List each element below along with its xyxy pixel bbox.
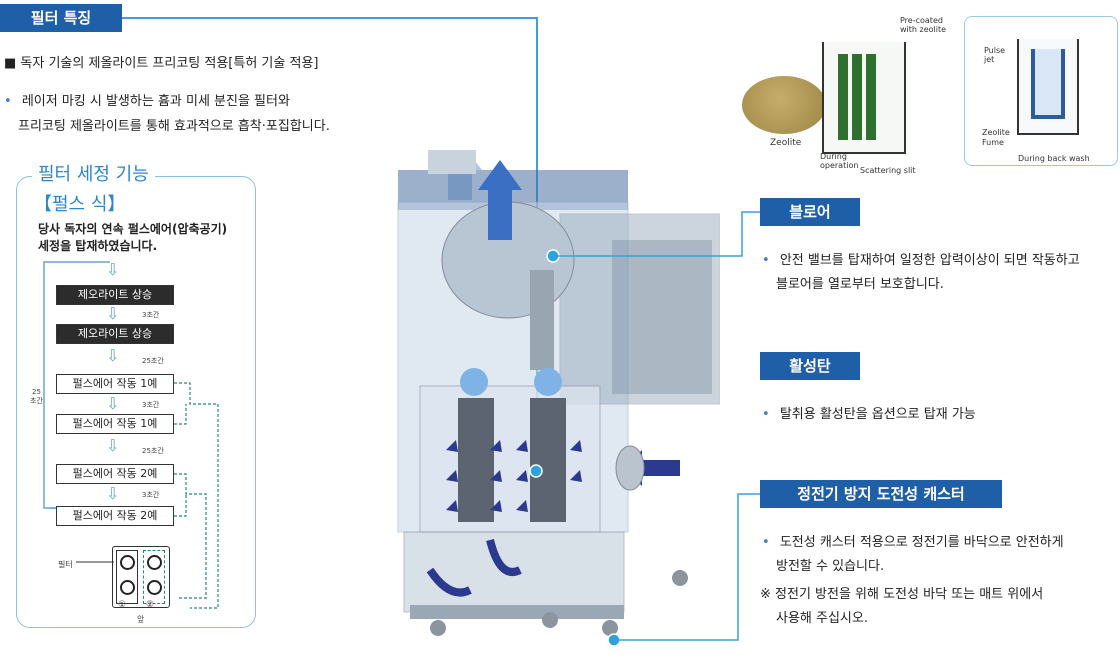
backwash-panel <box>964 16 1118 166</box>
step-2: 제오라이트 상승 <box>56 324 174 344</box>
feature-connector-line <box>122 17 538 19</box>
feature-desc-line2: 프리코팅 제올라이트를 통해 효과적으로 흡착·포집합니다. <box>18 119 330 134</box>
front-label: 앞 <box>137 615 145 624</box>
filter-circle <box>120 555 135 570</box>
cleaning-desc1: 당사 독자의 연속 펄스에어(압축공기) <box>38 222 228 236</box>
step-6: 펄스에어 작동 2예 <box>56 506 174 526</box>
flow-arrow-icon: ⇩ <box>106 346 120 365</box>
backwash-label: During back wash <box>1018 154 1090 163</box>
feature-desc-line1: • 레이저 마킹 시 발생하는 흄과 미세 분진을 필터와 <box>4 90 290 109</box>
filter-element <box>838 54 848 140</box>
filter-diagram: Zeolite Pre-coated with zeolite During o… <box>736 14 1120 184</box>
filter-feature-badge: 필터 특징 <box>0 4 122 32</box>
caster-note1: ※ 정전기 방전을 위해 도전성 바닥 또는 매트 위에서 <box>760 587 1044 602</box>
operation-box <box>822 42 906 154</box>
feature-desc-text1: 레이저 마킹 시 발생하는 흄과 미세 분진을 필터와 <box>21 94 290 109</box>
filter-col-2 <box>143 550 165 604</box>
legend-fume: Fume <box>982 138 1004 147</box>
caster-line2: 방전할 수 있습니다. <box>776 559 885 574</box>
cleaning-desc2: 세정을 탑재하였습니다. <box>38 239 158 253</box>
scattering-slit-label: Scattering slit <box>860 166 916 175</box>
precoated-label: Pre-coated with zeolite <box>900 16 947 34</box>
during-operation-label: During operation <box>820 152 859 170</box>
caster-text1: 도전성 캐스터 적용으로 정전기를 바닥으로 안전하게 <box>779 535 1064 550</box>
step-5: 펄스에어 작동 2예 <box>56 464 174 484</box>
blower-badge: 블로어 <box>760 198 860 226</box>
zeolite-powder-image <box>742 76 826 134</box>
cleaning-title: 필터 세정 기능 <box>32 164 155 186</box>
flow-arrow-icon: ⇩ <box>106 304 120 323</box>
bullet-icon: • <box>4 94 12 109</box>
feature-title: ■ 독자 기술의 제올라이트 프리코팅 적용[특허 기술 적용] <box>4 56 319 71</box>
bullet-icon: • <box>762 253 770 268</box>
filter-circle <box>147 580 162 595</box>
step-time-1: 3초간 <box>142 311 160 319</box>
step-time-3: 3초간 <box>142 401 160 409</box>
step-time-4: 25초간 <box>142 447 164 455</box>
filter-circle <box>120 580 135 595</box>
filter-number-1: ① <box>118 600 127 610</box>
step-4: 펄스에어 작동 1예 <box>56 414 174 434</box>
filter-number-2: ② <box>146 600 155 610</box>
carbon-line1: • 탈취용 활성탄을 옵션으로 탑재 가능 <box>762 403 976 422</box>
filter-label: 필터 <box>58 560 73 569</box>
caster-note2: 사용해 주십시오. <box>776 611 868 626</box>
carbon-text1: 탈취용 활성탄을 옵션으로 탑재 가능 <box>779 407 976 422</box>
filter-circle <box>147 555 162 570</box>
backwash-box <box>1017 39 1079 135</box>
cleaning-flow-lines <box>43 261 219 609</box>
filter-element <box>852 54 862 140</box>
filter-element <box>866 54 876 140</box>
carbon-badge: 활성탄 <box>760 352 860 380</box>
filter-col-1 <box>116 550 138 604</box>
blower-line2: 블로어를 열로부터 보호합니다. <box>776 277 944 292</box>
flow-arrow-icon: ⇩ <box>106 394 120 413</box>
step-time-5: 3초간 <box>142 491 160 499</box>
filter-layout <box>112 546 170 608</box>
dust-collector-illustration <box>397 150 720 647</box>
blower-line1: • 안전 밸브를 탑재하여 일정한 압력이상이 되면 작동하고 <box>762 249 1080 268</box>
bullet-icon: • <box>762 535 770 550</box>
bullet-icon: • <box>762 407 770 422</box>
caster-badge: 정전기 방지 도전성 캐스터 <box>760 480 1002 508</box>
zeolite-label: Zeolite <box>770 138 802 148</box>
step-3: 펄스에어 작동 1예 <box>56 374 174 394</box>
flow-arrow-icon: ⇩ <box>106 436 120 455</box>
caster-line1: • 도전성 캐스터 적용으로 정전기를 바닥으로 안전하게 <box>762 531 1064 550</box>
flow-arrow-icon: ⇩ <box>106 484 120 503</box>
loop-time: 25 초간 <box>30 388 43 405</box>
cleaning-subtitle: 【펄스 식】 <box>34 194 126 215</box>
step-time-2: 25초간 <box>142 357 164 365</box>
pulse-jet-label: Pulse jet <box>984 46 1006 64</box>
legend-zeolite: Zeolite <box>982 128 1010 137</box>
backwash-filter <box>1031 49 1065 119</box>
step-1: 제오라이트 상승 <box>56 285 174 305</box>
flow-arrow-icon: ⇩ <box>106 260 120 279</box>
blower-text1: 안전 밸브를 탑재하여 일정한 압력이상이 되면 작동하고 <box>779 253 1080 268</box>
